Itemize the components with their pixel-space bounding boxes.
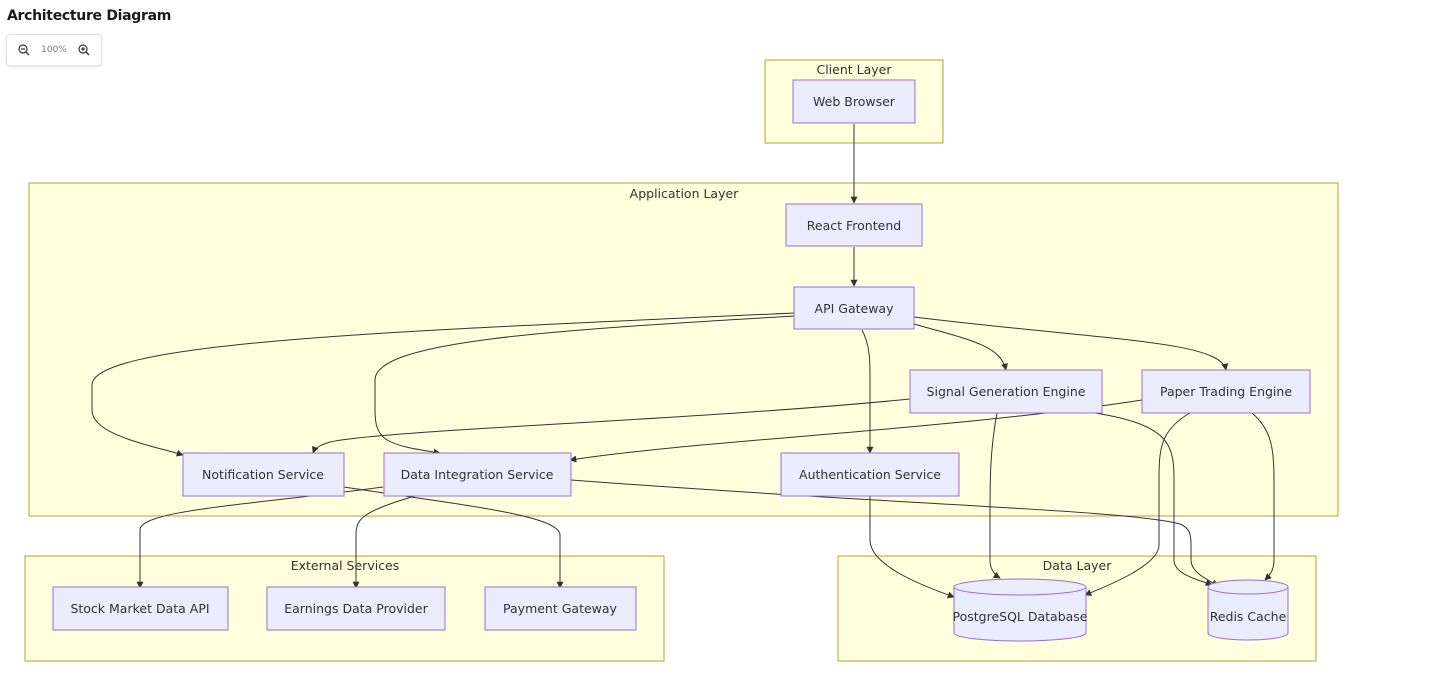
- node-payment-gateway[interactable]: Payment Gateway: [484, 586, 637, 631]
- cluster-label-data: Data Layer: [1043, 558, 1113, 573]
- node-label-paper-trading: Paper Trading Engine: [1160, 384, 1292, 399]
- cluster-label-client: Client Layer: [816, 62, 892, 77]
- node-label-web-browser: Web Browser: [813, 94, 896, 109]
- edge-gateway-dataintegration: [374, 315, 795, 456]
- edge-dataintegration-redis: [570, 479, 1219, 587]
- edge-signal-postgres: [989, 412, 1001, 579]
- node-react-frontend[interactable]: React Frontend: [785, 203, 923, 247]
- node-paper-trading-engine[interactable]: Paper Trading Engine: [1141, 369, 1311, 414]
- node-label-notification: Notification Service: [202, 467, 324, 482]
- node-stock-market-data-api[interactable]: Stock Market Data API: [52, 586, 229, 631]
- edge-gateway-paper: [913, 316, 1229, 371]
- node-notification-service[interactable]: Notification Service: [182, 452, 345, 497]
- node-redis-cache[interactable]: Redis Cache: [1207, 579, 1289, 641]
- node-label-stock-api: Stock Market Data API: [70, 601, 209, 616]
- node-label-postgres: PostgreSQL Database: [953, 609, 1088, 624]
- node-signal-generation-engine[interactable]: Signal Generation Engine: [909, 369, 1103, 414]
- node-label-payment: Payment Gateway: [503, 601, 618, 616]
- node-label-react-frontend: React Frontend: [807, 218, 901, 233]
- zoom-in-icon[interactable]: [77, 43, 91, 57]
- edge-gateway-signal: [913, 323, 1008, 371]
- edge-gateway-notification: [91, 312, 795, 457]
- edge-paper-redis: [1251, 412, 1275, 581]
- edge-auth-postgres: [869, 496, 955, 599]
- cluster-label-application: Application Layer: [630, 186, 740, 201]
- node-earnings-data-provider[interactable]: Earnings Data Provider: [266, 586, 446, 631]
- node-label-earnings: Earnings Data Provider: [284, 601, 428, 616]
- edges: [91, 124, 1275, 599]
- edge-paper-postgres: [1084, 412, 1191, 596]
- page-title: Architecture Diagram: [7, 8, 172, 24]
- node-label-auth: Authentication Service: [799, 467, 941, 482]
- edge-signal-redis: [1094, 412, 1213, 586]
- node-api-gateway[interactable]: API Gateway: [793, 286, 915, 330]
- node-label-api-gateway: API Gateway: [815, 301, 895, 316]
- node-data-integration-service[interactable]: Data Integration Service: [383, 452, 572, 497]
- zoom-out-icon[interactable]: [17, 43, 31, 57]
- node-label-data-integration: Data Integration Service: [401, 467, 554, 482]
- node-web-browser[interactable]: Web Browser: [792, 79, 916, 124]
- cluster-label-external: External Services: [291, 558, 400, 573]
- zoom-controls: 100%: [6, 34, 102, 66]
- node-authentication-service[interactable]: Authentication Service: [780, 452, 960, 497]
- edge-dataintegration-earnings: [352, 495, 416, 589]
- edge-signal-notification: [312, 398, 911, 454]
- node-label-redis: Redis Cache: [1210, 609, 1287, 624]
- edge-gateway-auth: [861, 329, 874, 454]
- node-postgresql-database[interactable]: PostgreSQL Database: [953, 578, 1088, 642]
- node-label-signal-engine: Signal Generation Engine: [927, 384, 1086, 399]
- zoom-level: 100%: [41, 45, 67, 55]
